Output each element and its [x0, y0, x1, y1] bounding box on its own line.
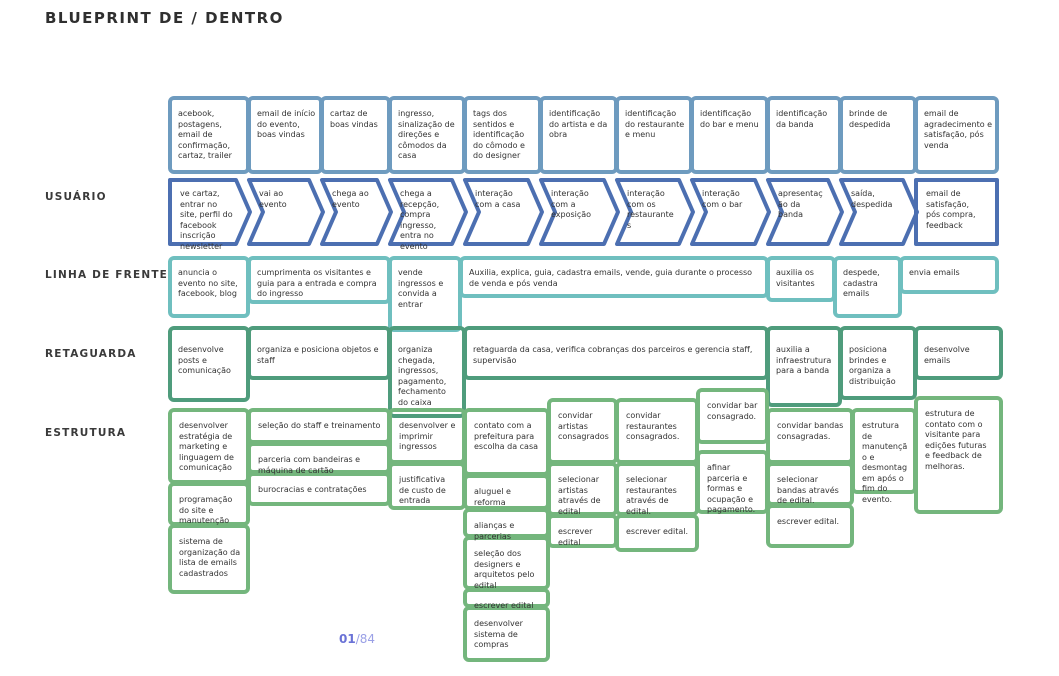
estrutura-box: [914, 396, 1003, 514]
retaguarda-box: [914, 326, 1003, 380]
evidence-text: identificação do restaurante e menu: [625, 109, 685, 139]
usuario-text: email de satisfação, pós compra, feedbac…: [926, 189, 976, 230]
estrutura-text: burocracias e contratações: [258, 485, 367, 494]
estrutura-text: selecionar artistas através de edital: [558, 475, 601, 516]
row-label-linha-de-frente: LINHA DE FRENTE: [45, 269, 169, 281]
estrutura-text: justificativa de custo de entrada: [399, 475, 446, 505]
linha-text: anuncia o evento no site, facebook, blog: [178, 268, 238, 298]
retaguarda-text: organiza chegada, ingressos, pagamento, …: [398, 345, 447, 407]
evidence-text: email de início do evento, boas vindas: [257, 109, 316, 139]
estrutura-text: seleção do staff e treinamento: [258, 421, 381, 430]
usuario-text: chega ao evento: [332, 189, 369, 209]
usuario-text: interação com os restaurantes: [627, 189, 674, 230]
evidence-text: identificação do bar e menu: [700, 109, 759, 129]
estrutura-text: parceria com bandeiras e máquina de cart…: [258, 455, 361, 475]
linha-text: vende ingressos e convida a entrar: [398, 268, 444, 309]
linha-box: [899, 256, 999, 294]
estrutura-text: contato com a prefeitura para escolha da…: [474, 421, 539, 451]
estrutura-text: convidar bandas consagradas.: [777, 421, 844, 441]
linha-text: cumprimenta os visitantes e guia para a …: [257, 268, 377, 298]
evidence-text: identificação da banda: [776, 109, 828, 129]
linha-text: envia emails: [909, 268, 960, 277]
estrutura-text: desenvolver estratégia de marketing e li…: [179, 421, 234, 472]
usuario-text: vai ao evento: [259, 189, 287, 209]
estrutura-text: selecionar bandas através de edital.: [777, 475, 839, 505]
page-title: BLUEPRINT DE / DENTRO: [45, 9, 284, 27]
usuario-text: apresentação da banda: [778, 189, 823, 219]
estrutura-box: [168, 524, 250, 594]
row-label-usuario: USUÁRIO: [45, 191, 107, 203]
page-counter: 01/84: [339, 632, 375, 646]
estrutura-text: aluguel e reforma: [474, 487, 511, 507]
usuario-step: [247, 178, 325, 246]
retaguarda-text: desenvolve emails: [924, 345, 970, 365]
evidence-text: email de agradecimento e satisfação, pós…: [924, 109, 993, 150]
usuario-step: [914, 178, 999, 246]
linha-text: auxilia os visitantes: [776, 268, 815, 288]
estrutura-text: seleção dos designers e arquitetos pelo …: [474, 549, 535, 590]
estrutura-box: [463, 606, 550, 662]
estrutura-text: escrever edital.: [777, 517, 840, 526]
estrutura-text: convidar artistas consagrados: [558, 411, 609, 441]
usuario-step: [168, 178, 252, 246]
retaguarda-text: posiciona brindes e organiza a distribui…: [849, 345, 896, 386]
linha-text: despede, cadastra emails: [843, 268, 880, 298]
usuario-step: [388, 178, 468, 246]
usuario-step: [690, 178, 771, 246]
estrutura-text: alianças e parcerias: [474, 521, 515, 541]
evidence-text: identificação do artista e da obra: [549, 109, 608, 139]
usuario-text: saída, despedida: [851, 189, 893, 209]
usuario-step: [766, 178, 844, 246]
estrutura-box: [766, 504, 854, 548]
usuario-step: [839, 178, 919, 246]
usuario-step: [615, 178, 695, 246]
estrutura-box: [615, 514, 699, 552]
estrutura-text: desenvolver e imprimir ingressos: [399, 421, 456, 451]
evidence-text: acebook, postagens, email de confirmação…: [178, 109, 232, 160]
usuario-text: interação com a casa: [475, 189, 521, 209]
evidence-text: tags dos sentidos e identificação do côm…: [473, 109, 525, 160]
usuario-step: [320, 178, 393, 246]
evidence-text: brinde de despedida: [849, 109, 891, 129]
estrutura-text: convidar bar consagrado.: [707, 401, 758, 421]
estrutura-text: convidar restaurantes consagrados.: [626, 411, 680, 441]
evidence-box: [914, 96, 999, 174]
estrutura-text: estrutura de manutenção e desmontagem ap…: [862, 421, 908, 504]
usuario-text: chega a recepção, compra ingresso, entra…: [400, 189, 440, 251]
usuario-step: [463, 178, 544, 246]
usuario-step: [539, 178, 620, 246]
retaguarda-text: organiza e posiciona objetos e staff: [257, 345, 379, 365]
row-label-retaguarda: RETAGUARDA: [45, 348, 137, 360]
retaguarda-text: retaguarda da casa, verifica cobranças d…: [473, 345, 753, 365]
estrutura-text: sistema de organização da lista de email…: [179, 537, 241, 578]
page-total: /84: [355, 632, 376, 646]
usuario-text: interação com o bar: [702, 189, 743, 209]
row-label-estrutura: ESTRUTURA: [45, 427, 127, 439]
retaguarda-text: desenvolve posts e comunicação: [178, 345, 231, 375]
estrutura-text: selecionar restaurantes através de edita…: [626, 475, 677, 516]
retaguarda-text: auxilia a infraestrutura para a banda: [776, 345, 832, 375]
evidence-text: cartaz de boas vindas: [330, 109, 378, 129]
estrutura-text: programação do site e manutenção: [179, 495, 233, 525]
estrutura-text: afinar parceria e formas e ocupação e pa…: [707, 463, 756, 514]
evidence-text: ingresso, sinalização de direções e cômo…: [398, 109, 455, 160]
estrutura-text: desenvolver sistema de compras: [474, 619, 523, 649]
linha-text: Auxilia, explica, guia, cadastra emails,…: [469, 268, 753, 288]
estrutura-text: escrever edital.: [626, 527, 689, 536]
estrutura-text: estrutura de contato com o visitante par…: [925, 409, 987, 471]
usuario-text: ve cartaz, entrar no site, perfil do fac…: [180, 189, 233, 251]
estrutura-text: escrever edital: [558, 527, 593, 547]
estrutura-text: escrever edital: [474, 601, 534, 610]
page-current: 01: [339, 632, 356, 646]
usuario-text: interação com a exposição: [551, 189, 592, 219]
page-total-number: 84: [359, 632, 376, 646]
